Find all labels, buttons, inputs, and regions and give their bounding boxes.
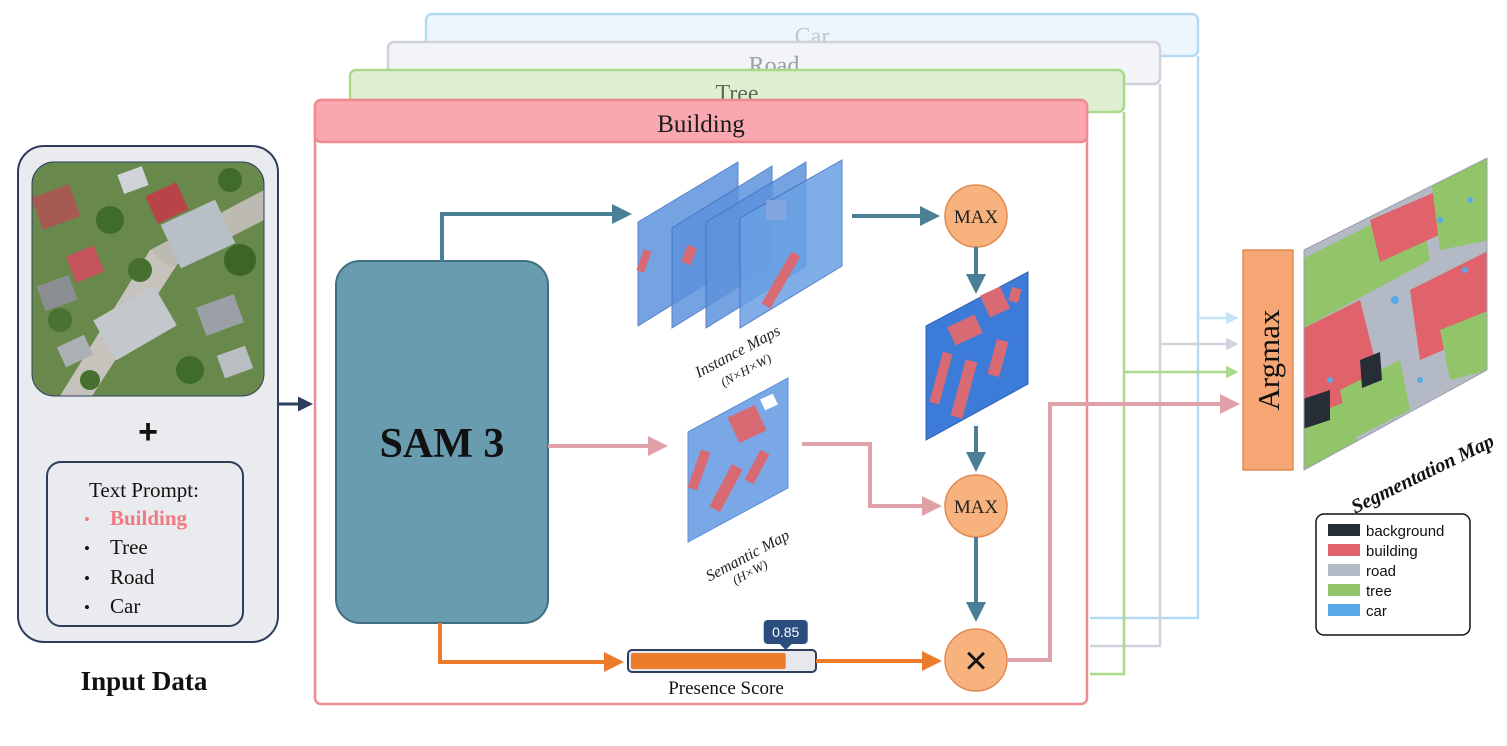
legend-label-background: background [1366,523,1444,540]
prompt-item-car[interactable]: Car [110,594,140,618]
aerial-image [32,162,264,396]
prompt-list: • Building • Tree • Road • Car [84,506,188,618]
plus-sign: + [138,413,158,451]
segmentation-map: Segmentation Map [1303,157,1498,518]
prompt-bullet: • [84,598,90,617]
legend: background building road tree car [1315,513,1471,636]
legend-label-road: road [1366,563,1396,580]
legend-label-building: building [1366,543,1418,560]
legend-swatch-building [1328,544,1360,556]
legend-swatch-road [1328,564,1360,576]
prompt-bullet: • [84,510,90,529]
legend-swatch-background [1328,524,1360,536]
layer-label-building: Building [657,111,745,138]
multiply-op-label: × [964,639,987,683]
semantic-to-max-arrow [802,442,942,516]
instance-maps: Instance Maps (N×H×W) [636,159,843,390]
legend-label-car: car [1366,603,1387,620]
building-to-argmax-arrow [1007,394,1240,662]
text-prompt-title: Text Prompt: [89,478,199,502]
sam3-label: SAM 3 [380,421,505,467]
sam-to-presence-arrow [438,623,624,672]
presence-badge: 0.85 [763,620,808,650]
argmax-label: Argmax [1251,309,1286,411]
segmentation-map-label: Segmentation Map [1348,430,1498,518]
sam-to-instance-arrow [440,204,632,261]
prompt-item-tree[interactable]: Tree [110,535,148,559]
presence-fill [631,653,786,669]
merged-instance-map [925,271,1029,441]
presence-value: 0.85 [772,624,799,640]
prompt-item-road[interactable]: Road [110,565,155,589]
max-op-2: MAX [944,474,1008,538]
prompt-bullet: • [84,569,90,588]
max-op-1: MAX [944,184,1008,248]
multiply-op: × [944,628,1008,692]
max-op-1-label: MAX [954,207,999,228]
presence-score-label: Presence Score [668,678,784,699]
legend-swatch-car [1328,604,1360,616]
prompt-bullet: • [84,539,90,558]
max-op-2-label: MAX [954,497,999,518]
sam3-block: SAM 3 [335,260,549,624]
argmax-block: Argmax [1242,249,1294,471]
presence-score: 0.85 Presence Score [627,620,817,699]
input-data-title: Input Data [81,666,208,696]
legend-label-tree: tree [1366,583,1392,600]
input-panel: + Text Prompt: • Building • Tree • Road … [17,145,279,696]
prompt-item-building[interactable]: Building [110,506,188,530]
legend-swatch-tree [1328,584,1360,596]
